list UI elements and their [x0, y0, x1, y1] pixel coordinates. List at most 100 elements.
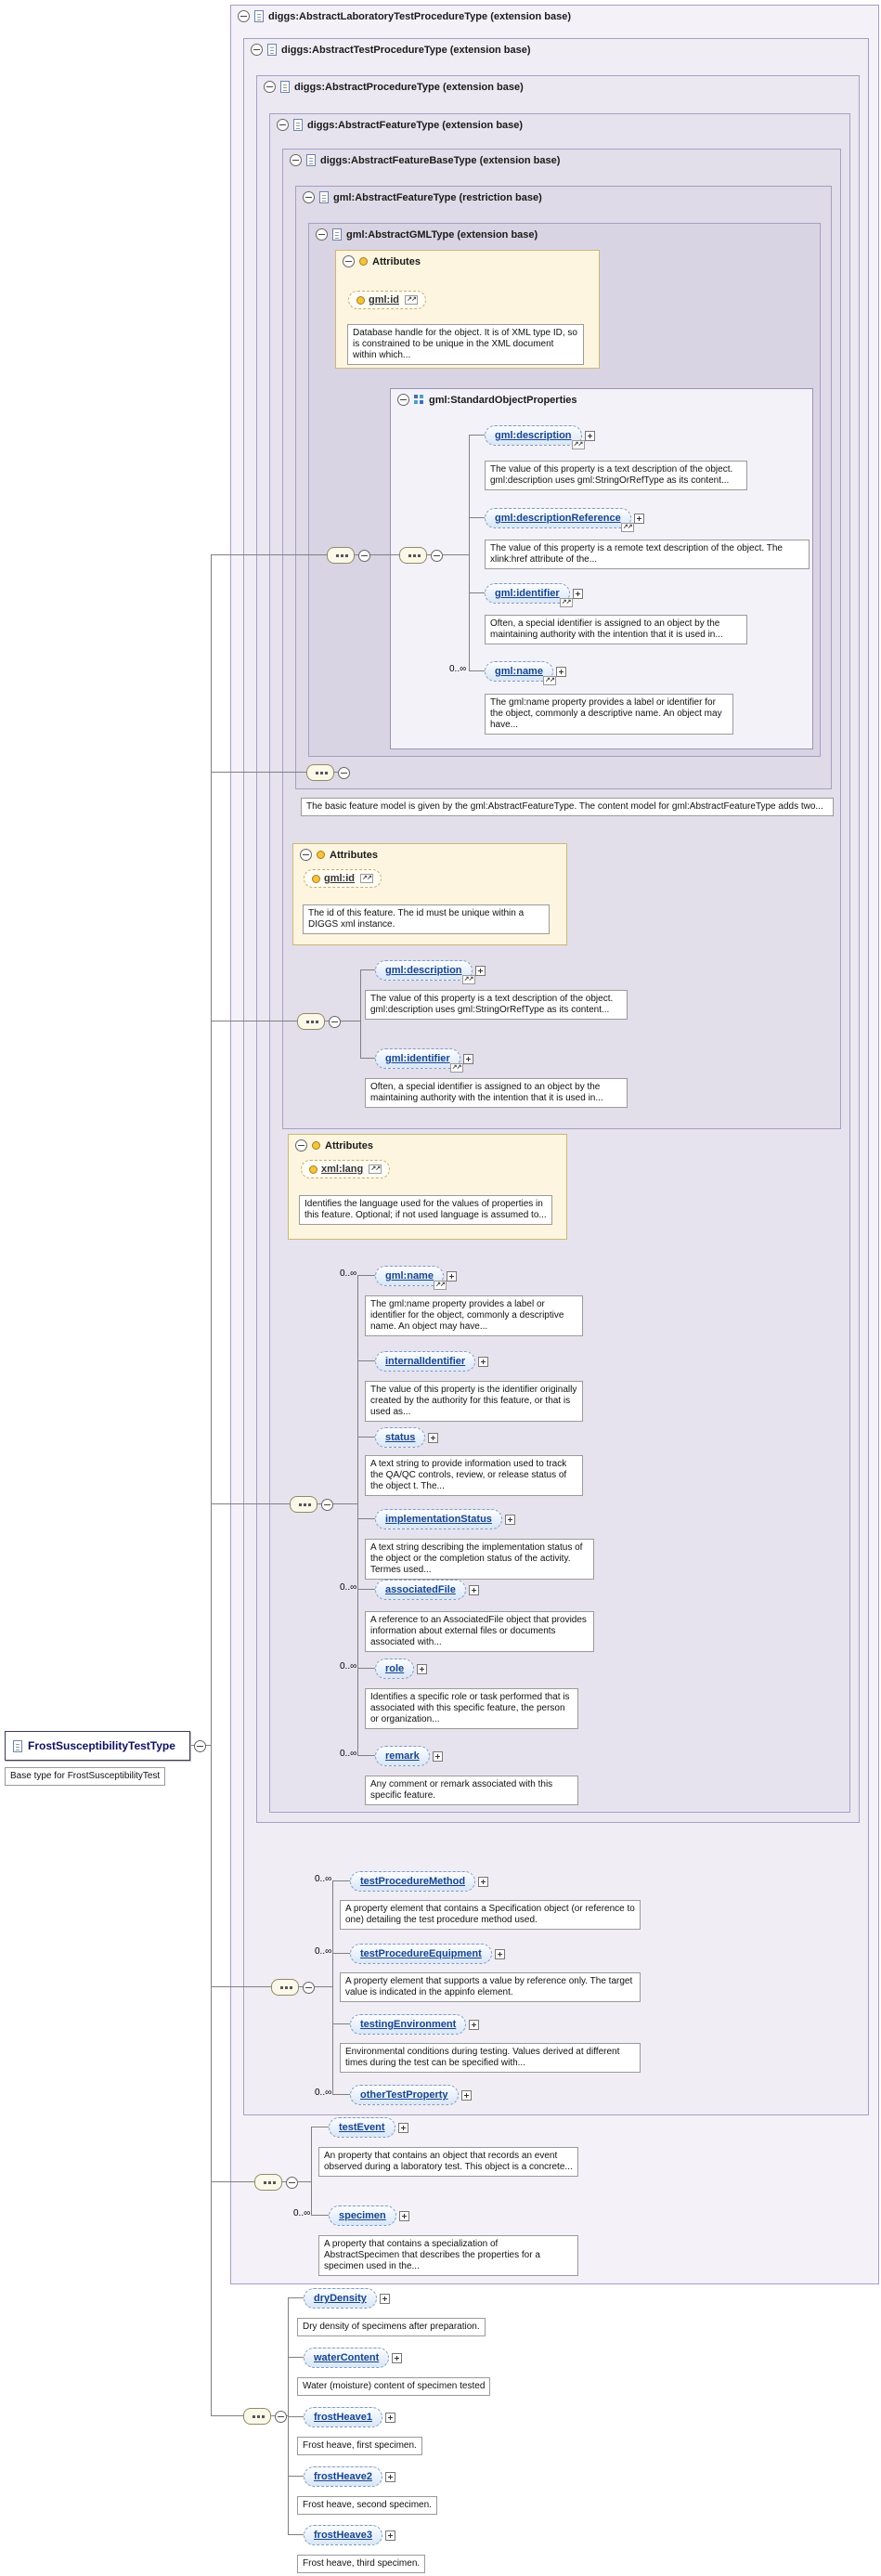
collapse-icon[interactable] — [316, 228, 328, 241]
expand-icon[interactable] — [468, 1585, 479, 1595]
attribute-icon — [317, 851, 325, 859]
collapse-icon[interactable] — [277, 119, 289, 131]
collapse-icon[interactable] — [431, 550, 443, 562]
attribute-gml-id[interactable]: gml:id ↗↗ — [304, 869, 382, 888]
element-label: gml:description — [385, 965, 462, 976]
attribute-gml-id[interactable]: gml:id ↗↗ — [348, 291, 426, 309]
element-internal-identifier[interactable]: internalIdentifier — [375, 1351, 489, 1372]
collapse-icon[interactable] — [275, 2411, 287, 2423]
expand-icon[interactable] — [397, 2123, 408, 2133]
expand-icon[interactable] — [398, 2211, 409, 2221]
element-gml-name[interactable]: gml:name ↗↗ — [375, 1266, 457, 1290]
attributes-header: Attributes — [300, 849, 566, 861]
element-gml-description-reference[interactable]: gml:descriptionReference ↗↗ — [485, 508, 644, 532]
expand-icon[interactable] — [633, 514, 644, 524]
element-frost-heave-1[interactable]: frostHeave1 — [304, 2407, 395, 2427]
collapse-icon[interactable] — [194, 1740, 206, 1752]
expand-icon[interactable] — [392, 2353, 403, 2363]
collapse-icon[interactable] — [358, 550, 370, 562]
expand-icon[interactable] — [494, 1949, 505, 1959]
collapse-icon[interactable] — [303, 1982, 315, 1994]
collapse-icon[interactable] — [343, 255, 355, 267]
expand-icon[interactable] — [432, 1751, 443, 1762]
expand-icon[interactable] — [572, 589, 583, 599]
attribute-icon — [309, 1164, 317, 1174]
collapse-icon[interactable] — [300, 849, 312, 861]
expand-icon[interactable] — [384, 2530, 395, 2541]
multiplicity-label: 0..∞ — [340, 1749, 357, 1759]
reference-arrows-icon: ↗↗ — [620, 523, 634, 532]
type-box-header: diggs:AbstractProcedureType (extension b… — [264, 81, 859, 93]
complex-type-icon — [280, 81, 290, 93]
root-type-box[interactable]: FrostSusceptibilityTestType — [5, 1731, 190, 1761]
collapse-icon[interactable] — [338, 767, 350, 779]
expand-icon[interactable] — [462, 1054, 473, 1064]
collapse-icon[interactable] — [290, 154, 302, 166]
element-test-event[interactable]: testEvent — [329, 2117, 408, 2138]
expand-icon[interactable] — [384, 2472, 395, 2482]
collapse-icon[interactable] — [397, 394, 409, 406]
element-test-procedure-equipment[interactable]: testProcedureEquipment — [350, 1944, 505, 1964]
collapse-icon[interactable] — [303, 191, 315, 203]
element-frost-heave-2[interactable]: frostHeave2 — [304, 2466, 395, 2487]
multiplicity-label: 0..∞ — [315, 1946, 332, 1957]
expand-icon[interactable] — [384, 2413, 395, 2423]
expand-icon[interactable] — [584, 431, 595, 441]
sequence-icon — [399, 547, 427, 564]
expand-icon[interactable] — [478, 1357, 489, 1367]
element-specimen[interactable]: specimen — [329, 2205, 409, 2226]
element-testing-environment[interactable]: testingEnvironment — [350, 2014, 480, 2035]
expand-icon[interactable] — [555, 667, 566, 677]
element-gml-description[interactable]: gml:description ↗↗ — [485, 425, 595, 449]
expand-icon[interactable] — [428, 1433, 439, 1443]
element-implementation-status[interactable]: implementationStatus — [375, 1509, 515, 1529]
collapse-icon[interactable] — [286, 2177, 298, 2189]
collapse-icon[interactable] — [264, 81, 276, 93]
connector-line — [357, 1276, 358, 1756]
element-description: Water (moisture) content of specimen tes… — [297, 2377, 491, 2396]
element-gml-name[interactable]: gml:name ↗↗ — [485, 661, 566, 685]
expand-icon[interactable] — [478, 1877, 489, 1887]
type-box-title: diggs:AbstractTestProcedureType (extensi… — [281, 44, 531, 56]
expand-icon[interactable] — [379, 2294, 390, 2304]
element-label: internalIdentifier — [385, 1356, 466, 1367]
element-gml-identifier[interactable]: gml:identifier ↗↗ — [485, 583, 583, 607]
expand-icon[interactable] — [474, 966, 486, 976]
sequence-icon — [297, 1013, 325, 1030]
element-description: A property that contains a specializatio… — [318, 2235, 578, 2276]
element-gml-description[interactable]: gml:description ↗↗ — [375, 960, 486, 984]
element-description: The value of this property is the identi… — [365, 1381, 583, 1422]
collapse-icon[interactable] — [295, 1139, 307, 1151]
connector-line — [360, 1058, 375, 1059]
type-box-header: gml:AbstractGMLType (extension base) — [316, 228, 820, 241]
collapse-icon[interactable] — [251, 44, 263, 56]
collapse-icon[interactable] — [329, 1016, 341, 1028]
expand-icon[interactable] — [460, 2090, 472, 2101]
element-description: The value of this property is a text des… — [485, 461, 747, 490]
element-water-content[interactable]: waterContent — [304, 2348, 403, 2368]
connector-line — [469, 435, 485, 436]
element-associated-file[interactable]: associatedFile — [375, 1580, 479, 1600]
element-other-test-property[interactable]: otherTestProperty — [350, 2085, 472, 2105]
complex-type-icon — [293, 119, 303, 131]
element-remark[interactable]: remark — [375, 1746, 443, 1766]
element-status[interactable]: status — [375, 1427, 439, 1448]
element-frost-heave-3[interactable]: frostHeave3 — [304, 2525, 395, 2545]
element-description: Environmental conditions during testing.… — [340, 2043, 641, 2073]
expand-icon[interactable] — [504, 1515, 515, 1525]
collapse-icon[interactable] — [321, 1499, 333, 1511]
element-dry-density[interactable]: dryDensity — [304, 2288, 390, 2309]
expand-icon[interactable] — [469, 2020, 480, 2030]
connector-line — [332, 2094, 350, 2095]
connector-line — [288, 2416, 304, 2417]
expand-icon[interactable] — [417, 1664, 428, 1674]
multiplicity-label: 0..∞ — [340, 1661, 357, 1672]
element-gml-identifier[interactable]: gml:identifier ↗↗ — [375, 1048, 473, 1073]
expand-icon[interactable] — [446, 1271, 457, 1281]
attribute-xml-lang[interactable]: xml:lang ↗↗ — [301, 1160, 391, 1178]
collapse-icon[interactable] — [238, 10, 250, 22]
connector-line — [211, 555, 212, 2416]
connector-line — [211, 772, 350, 773]
element-role[interactable]: role — [375, 1659, 428, 1679]
element-test-procedure-method[interactable]: testProcedureMethod — [350, 1871, 489, 1892]
